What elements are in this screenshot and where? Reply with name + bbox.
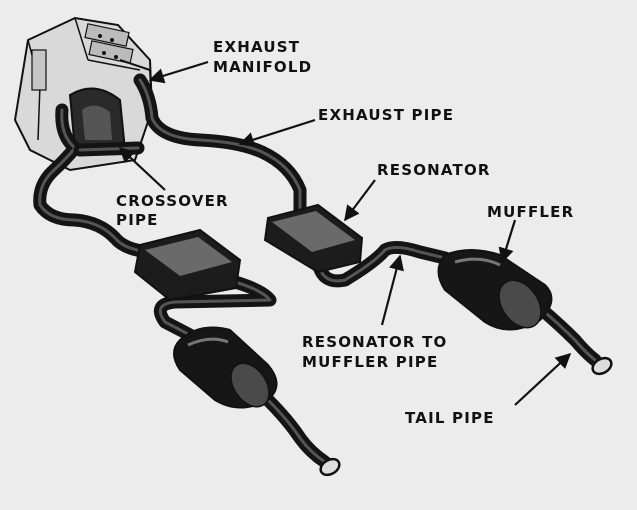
- leader-exhaust-pipe: [238, 118, 316, 148]
- muffler-right-body: [437, 249, 553, 331]
- label-tail-pipe: TAIL PIPE: [405, 409, 495, 427]
- leader-crossover-pipe: [118, 146, 166, 191]
- engine-block-illustration: [13, 16, 154, 172]
- label-resonator-to-muffler-line1: RESONATOR TO: [302, 333, 448, 351]
- resonator-right-body: [263, 203, 364, 274]
- leader-muffler: [498, 219, 517, 264]
- tail-pipe-tip-left: [319, 457, 341, 477]
- label-resonator: RESONATOR: [377, 161, 491, 179]
- muffler-left-body: [173, 326, 278, 409]
- tail-pipe-tip-right: [591, 356, 613, 376]
- label-muffler: MUFFLER: [487, 203, 574, 221]
- leader-resonator-to-muffler: [380, 254, 404, 326]
- leader-lines: [118, 60, 572, 406]
- callout-labels: EXHAUST MANIFOLD EXHAUST PIPE RESONATOR …: [116, 38, 574, 427]
- label-exhaust-pipe: EXHAUST PIPE: [318, 106, 454, 124]
- label-crossover-pipe-line1: CROSSOVER: [116, 192, 229, 210]
- label-exhaust-manifold-line1: EXHAUST: [213, 38, 300, 56]
- resonator-left-body: [133, 228, 242, 302]
- label-resonator-to-muffler-line2: MUFFLER PIPE: [302, 353, 438, 371]
- leader-resonator: [344, 179, 376, 222]
- label-crossover-pipe-line2: PIPE: [116, 211, 159, 229]
- leader-tail-pipe: [514, 352, 572, 406]
- leader-exhaust-manifold: [148, 60, 209, 84]
- label-exhaust-manifold-line2: MANIFOLD: [213, 58, 312, 76]
